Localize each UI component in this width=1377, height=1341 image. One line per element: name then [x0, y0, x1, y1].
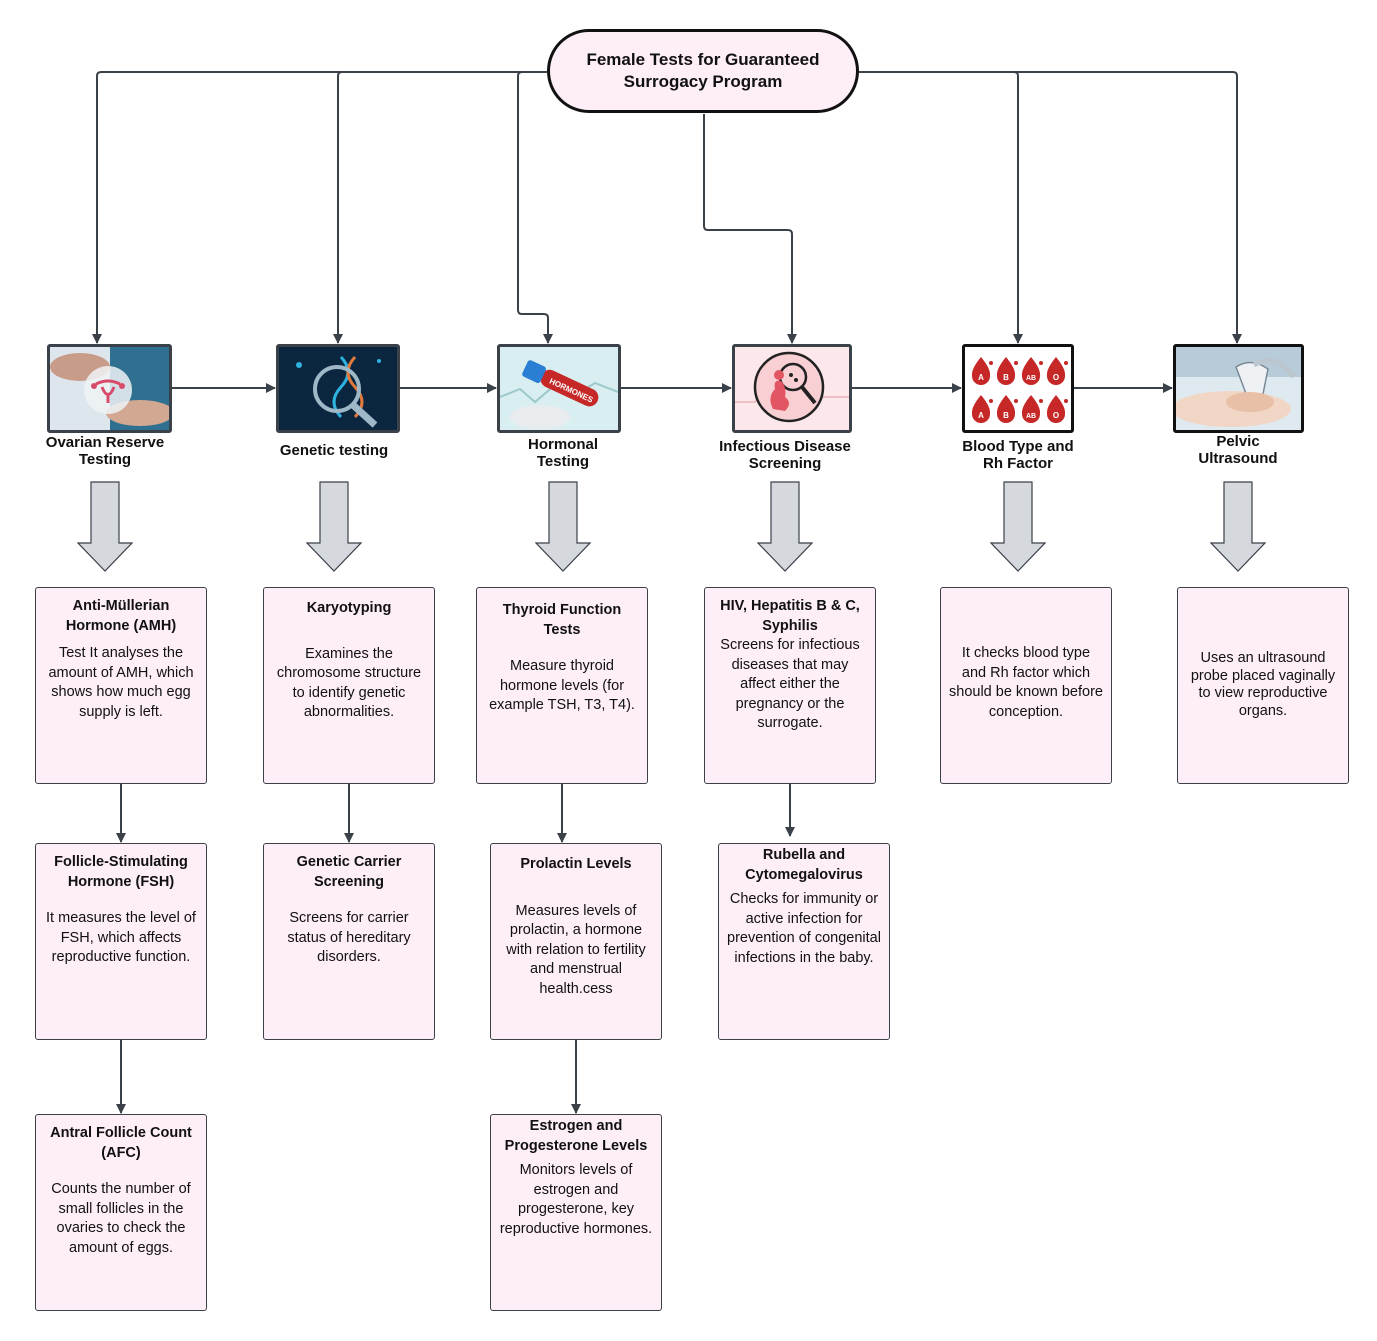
card-description: Uses an ultrasound probe placed vaginall… — [1190, 650, 1336, 719]
card-genetic-carrier: Genetic Carrier Screening Screens for ca… — [263, 843, 435, 1040]
uterus-hands-icon — [50, 347, 169, 430]
card-description: Counts the number of small follicles in … — [51, 1181, 191, 1256]
blood-type-label: AB — [1026, 413, 1036, 420]
card-title: Estrogen and Progesterone Levels — [504, 1118, 648, 1154]
card-title: HIV, Hepatitis B & C, Syphilis — [720, 598, 860, 634]
blood-type-label: A — [978, 411, 984, 420]
dna-magnifier-icon — [279, 347, 397, 430]
connector-title-genetic — [333, 71, 547, 344]
card-description: Monitors levels of estrogen and progeste… — [499, 1162, 653, 1237]
category-label-pelvic-ultrasound: Pelvic Ultrasound — [1198, 433, 1278, 467]
down-arrow-icon — [990, 481, 1046, 572]
card-title: Thyroid Function Tests — [502, 602, 622, 638]
card-amh: Anti-Müllerian Hormone (AMH) Test It ana… — [35, 587, 207, 784]
connector-title-ovarian — [92, 71, 547, 344]
connector-title-infectious — [703, 114, 797, 344]
category-label-infectious-disease: Infectious Disease Screening — [719, 438, 851, 472]
blood-type-label: B — [1003, 411, 1009, 420]
blood-type-label: B — [1003, 373, 1009, 382]
card-description: Examines the chromosome structure to ide… — [276, 645, 422, 721]
pregnant-search-icon — [735, 347, 849, 430]
pelvic-ultrasound-thumbnail — [1173, 344, 1304, 433]
diagram-title-text: Female Tests for Guaranteed Surrogacy Pr… — [586, 50, 820, 91]
card-afc: Antral Follicle Count (AFC) Counts the n… — [35, 1114, 207, 1311]
blood-drop-icon: AB — [1021, 357, 1043, 386]
category-label-hormonal-testing: Hormonal Testing — [527, 436, 598, 470]
card-rubella-cmv: Rubella and Cytomegalovirus Checks for i… — [718, 843, 890, 1040]
down-arrow-icon — [306, 481, 362, 572]
diagram-title: Female Tests for Guaranteed Surrogacy Pr… — [547, 29, 859, 113]
infectious-disease-thumbnail — [732, 344, 852, 433]
blood-type-label: O — [1053, 411, 1059, 420]
card-description: Test It analyses the amount of AMH, whic… — [48, 645, 194, 720]
card-description: Screens for infectious diseases that may… — [720, 637, 860, 731]
card-title: Antral Follicle Count (AFC) — [50, 1125, 192, 1161]
blood-type-label: O — [1053, 373, 1059, 382]
card-title: Rubella and Cytomegalovirus — [745, 847, 863, 883]
blood-drop-icon: O — [1046, 395, 1068, 423]
card-karyotyping: Karyotyping Examines the chromosome stru… — [263, 587, 435, 784]
category-label-blood-type: Blood Type and Rh Factor — [962, 438, 1074, 472]
card-description: It checks blood type and Rh factor which… — [949, 645, 1103, 720]
card-description: It measures the level of FSH, which affe… — [46, 910, 196, 965]
blood-drop-icon: B — [996, 395, 1018, 423]
card-prolactin: Prolactin Levels Measures levels of prol… — [490, 843, 662, 1040]
card-description: Screens for carrier status of hereditary… — [287, 910, 411, 965]
card-title: Follicle-Stimulating Hormone (FSH) — [54, 854, 188, 890]
category-label-ovarian-reserve: Ovarian Reserve Testing — [45, 434, 165, 468]
down-arrow-icon — [757, 481, 813, 572]
card-blood-type: It checks blood type and Rh factor which… — [940, 587, 1112, 784]
card-thyroid: Thyroid Function Tests Measure thyroid h… — [476, 587, 648, 784]
connector-title-hormonal — [517, 71, 553, 344]
blood-drop-icon: B — [996, 357, 1018, 385]
hormones-tube-icon: HORMONES — [500, 347, 618, 430]
ultrasound-probe-icon — [1176, 347, 1301, 430]
blood-drop-icon: A — [971, 357, 993, 385]
card-description: Measures levels of prolactin, a hormone … — [506, 902, 646, 997]
ovarian-reserve-thumbnail — [47, 344, 172, 433]
card-title: Prolactin Levels — [520, 856, 632, 872]
hormonal-testing-thumbnail: HORMONES — [497, 344, 621, 433]
blood-type-label: A — [978, 373, 984, 382]
card-title: Karyotyping — [306, 600, 392, 616]
card-pelvic-ultrasound: Uses an ultrasound probe placed vaginall… — [1177, 587, 1349, 784]
card-hiv-hepatitis-syphilis: HIV, Hepatitis B & C, Syphilis Screens f… — [704, 587, 876, 784]
down-arrow-icon — [1210, 481, 1266, 572]
category-label-genetic-testing: Genetic testing — [279, 442, 389, 459]
card-fsh: Follicle-Stimulating Hormone (FSH) It me… — [35, 843, 207, 1040]
genetic-testing-thumbnail — [276, 344, 400, 433]
connector-title-blood — [859, 71, 1023, 344]
blood-type-label: AB — [1026, 375, 1036, 382]
card-description: Checks for immunity or active infection … — [727, 891, 881, 966]
card-title: Anti-Müllerian Hormone (AMH) — [65, 598, 177, 634]
blood-drop-icon: A — [971, 395, 993, 423]
blood-drop-icon: AB — [1021, 395, 1043, 424]
card-title: Genetic Carrier Screening — [296, 854, 402, 890]
down-arrow-icon — [77, 481, 133, 572]
down-arrow-icon — [535, 481, 591, 572]
connector-title-ultrasound — [859, 71, 1242, 344]
card-estrogen-progesterone: Estrogen and Progesterone Levels Monitor… — [490, 1114, 662, 1311]
card-description: Measure thyroid hormone levels (for exam… — [489, 658, 635, 713]
blood-drop-icon: O — [1046, 357, 1068, 385]
